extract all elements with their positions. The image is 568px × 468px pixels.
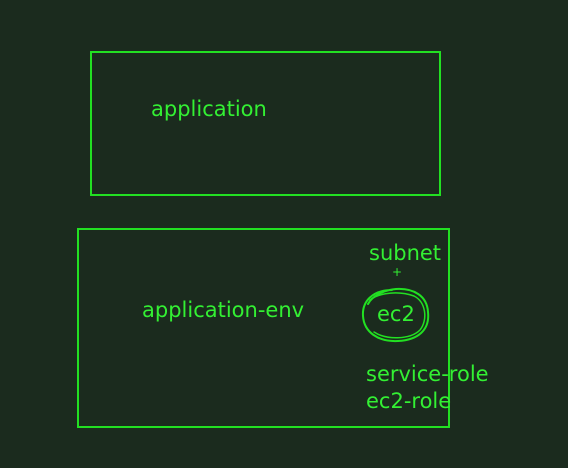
service-role-label: service-role [366,362,489,386]
plus-sign: + [392,265,403,279]
application-label: application [151,97,267,121]
ec2-label: ec2 [377,302,415,326]
ec2-role-label: ec2-role [366,389,452,413]
application-env-label: application-env [142,298,305,322]
subnet-label: subnet [369,241,442,265]
application-box [90,51,441,196]
application-env-box [77,228,450,428]
